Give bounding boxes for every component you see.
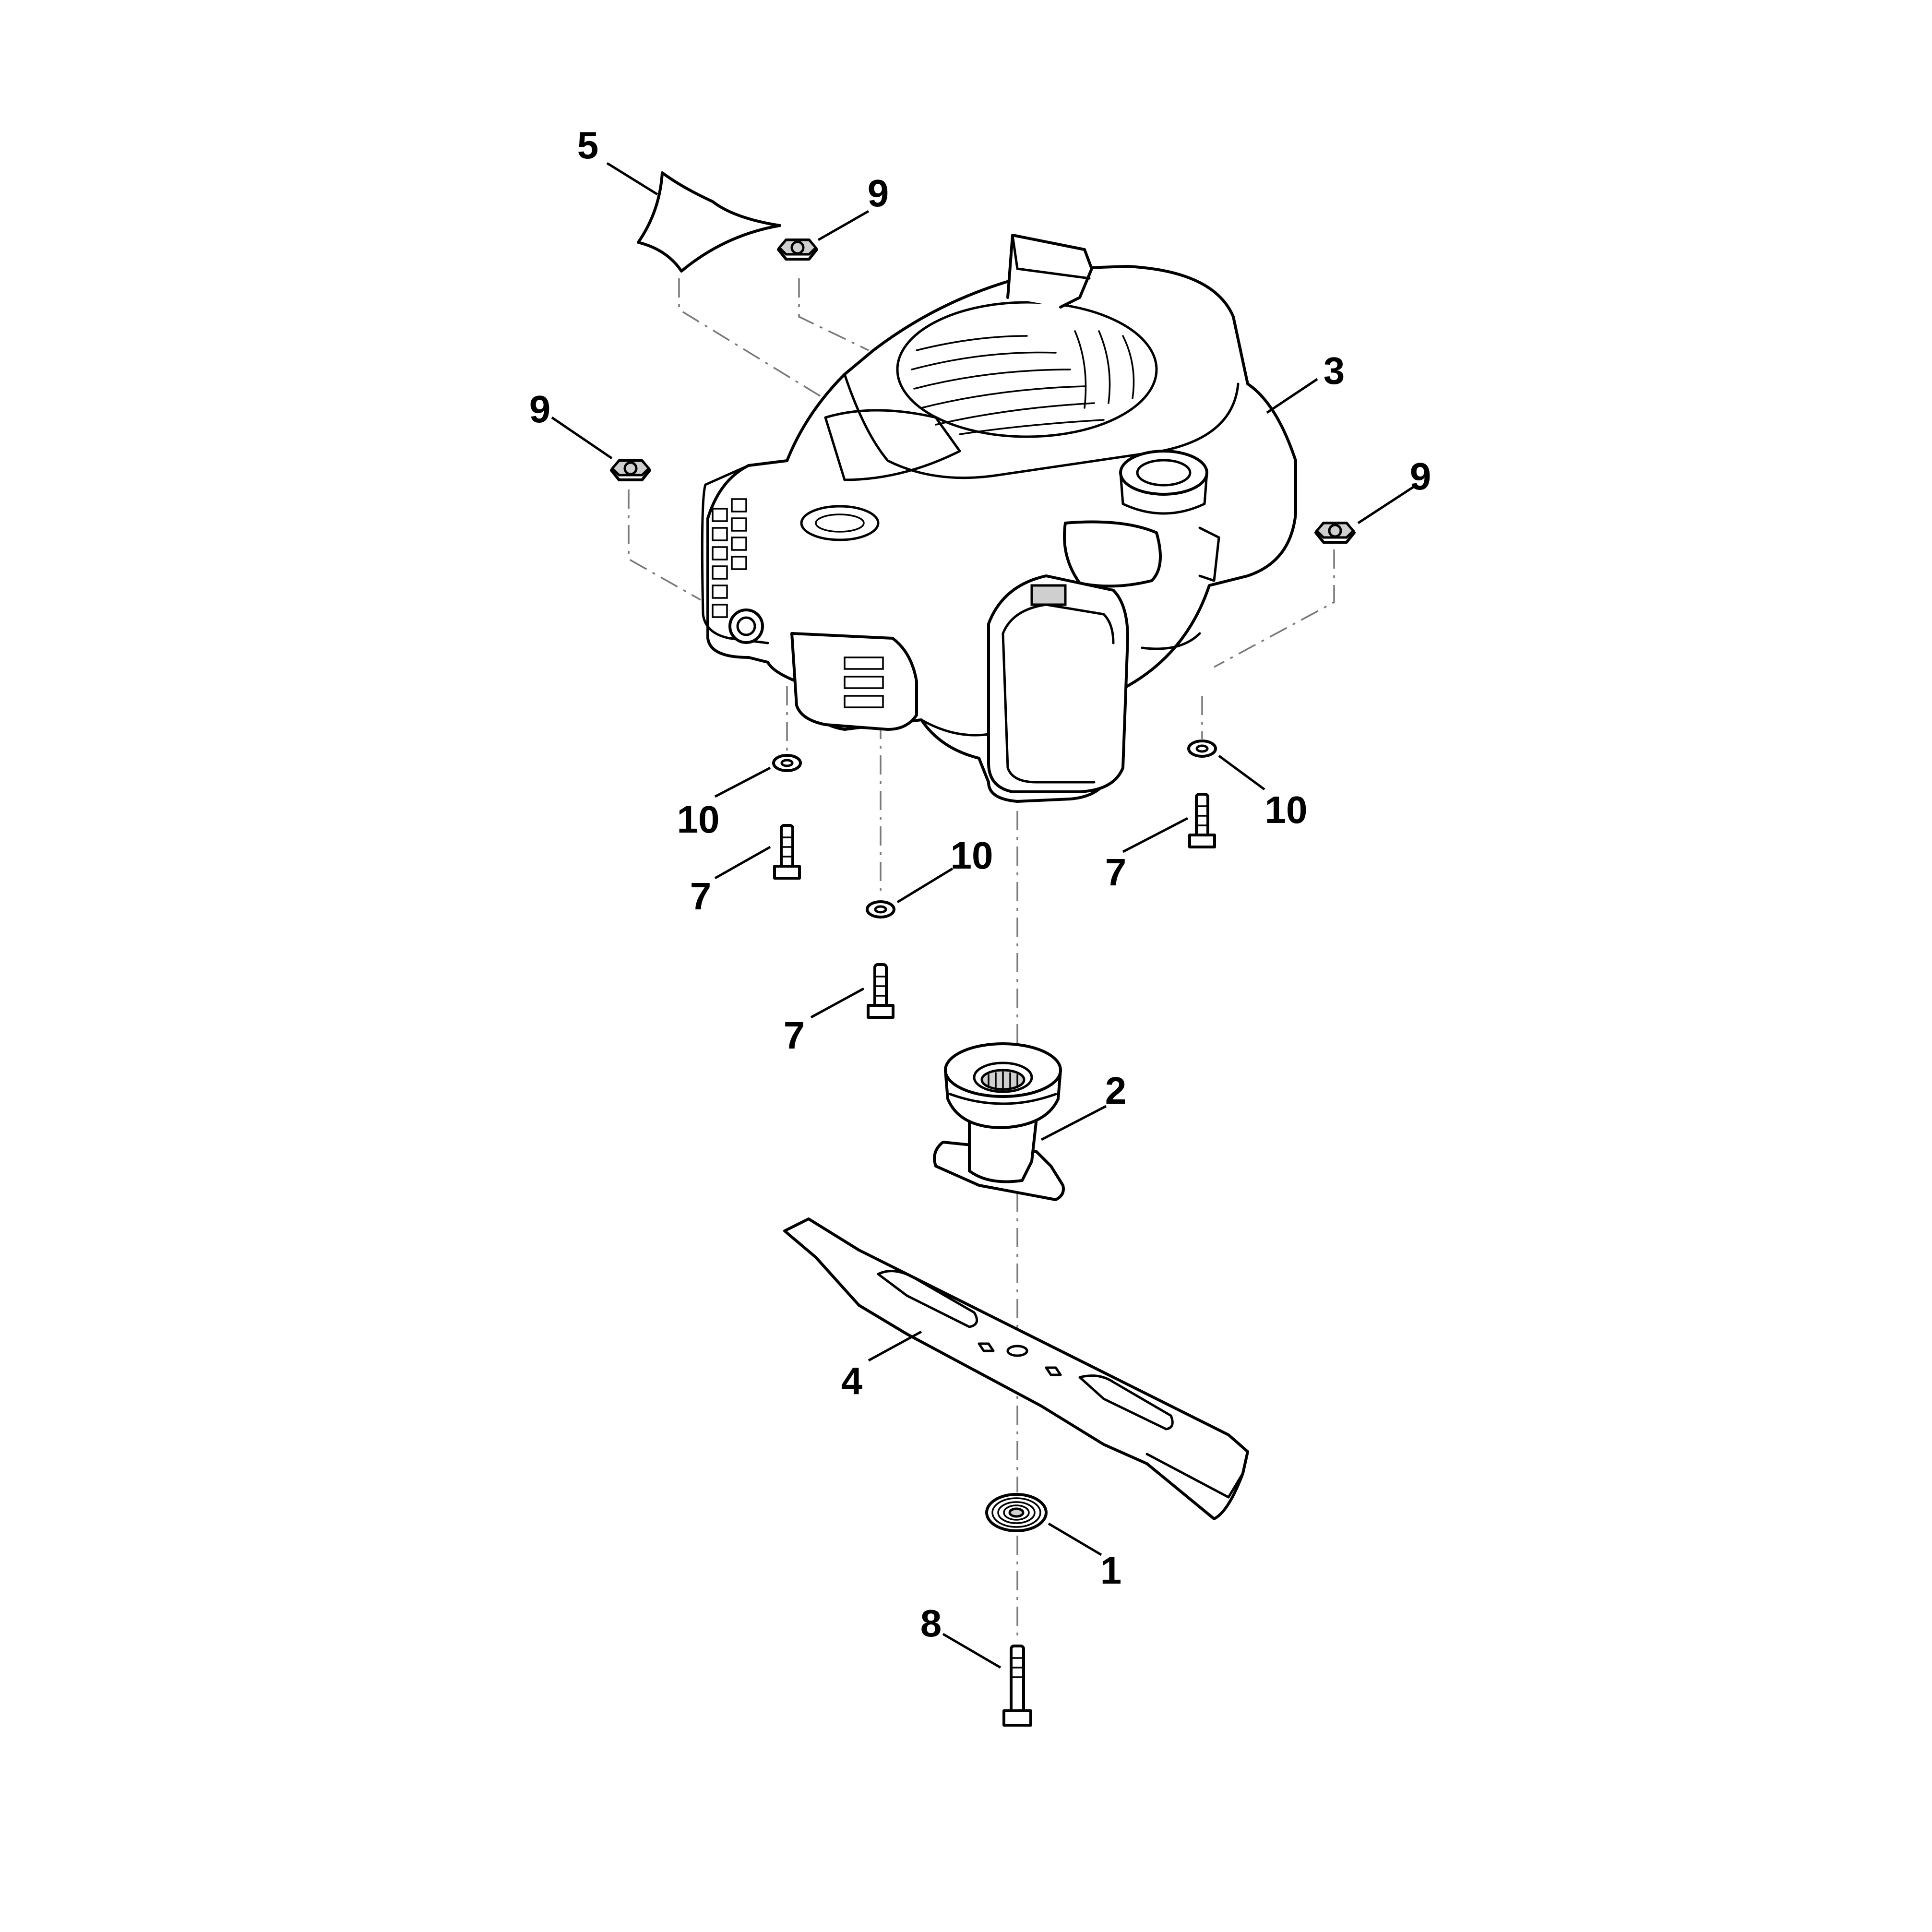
callout-10-mid: 10 (951, 834, 993, 877)
bolt-part-7-mid (867, 963, 894, 1019)
callout-5: 5 (577, 124, 599, 167)
blade-bolt-part-8 (1002, 1645, 1032, 1727)
callout-labels: 5 9 3 9 9 10 7 10 7 10 7 2 4 1 8 (529, 124, 1431, 1645)
mower-blade-part-4 (783, 1217, 1249, 1520)
callout-4: 4 (841, 1360, 863, 1402)
washer-part-10-mid (866, 900, 895, 918)
nut-part-9-left (610, 459, 651, 481)
callout-10-left: 10 (677, 798, 720, 841)
callout-9-left: 9 (529, 388, 551, 430)
decal-part-5 (637, 171, 781, 273)
engine-part-3 (701, 234, 1297, 803)
bolt-part-7-right (1188, 793, 1216, 848)
callout-7-right: 7 (1105, 851, 1127, 894)
callout-7-mid: 7 (784, 1014, 805, 1057)
blade-adapter-part-2 (933, 1042, 1065, 1201)
callout-1: 1 (1100, 1549, 1122, 1592)
callout-7-left: 7 (690, 875, 712, 918)
nut-part-9-top (777, 239, 818, 261)
callout-3: 3 (1324, 349, 1345, 392)
serrated-washer-part-1 (985, 1493, 1048, 1532)
washer-part-10-left (772, 754, 802, 772)
callout-10-right: 10 (1265, 788, 1308, 831)
callout-8: 8 (920, 1602, 942, 1645)
nut-part-9-right (1314, 522, 1356, 544)
leader-lines (551, 162, 1414, 1669)
callout-2: 2 (1105, 1069, 1127, 1112)
callout-9-right: 9 (1410, 455, 1431, 498)
callout-9-top: 9 (868, 172, 889, 215)
bolt-part-7-left (773, 824, 801, 880)
washer-part-10-right (1187, 739, 1217, 758)
